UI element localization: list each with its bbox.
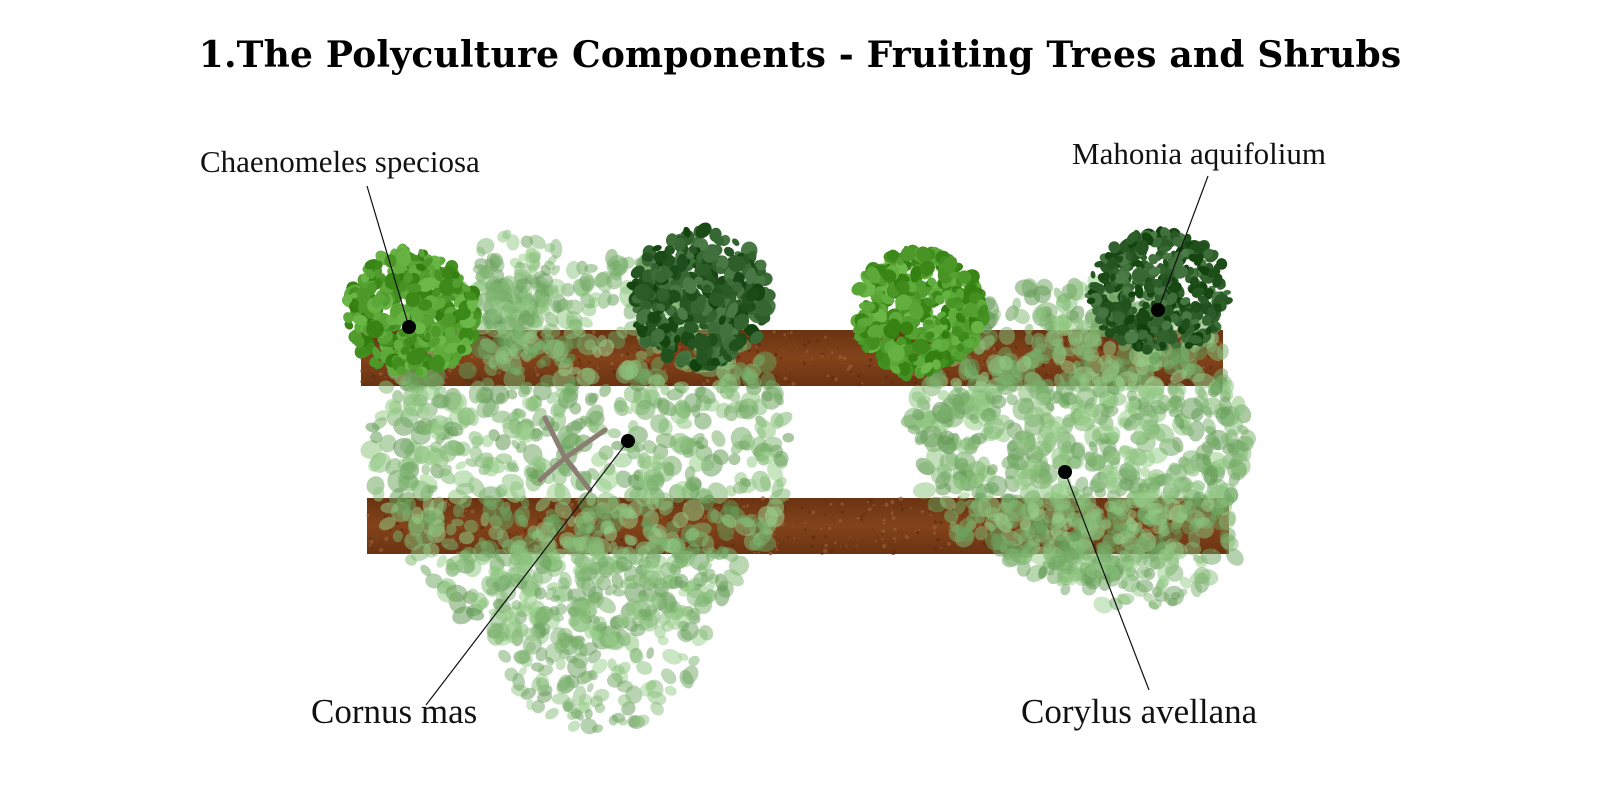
mahonia-shrub — [1084, 226, 1233, 355]
label-corylus-avellana: Corylus avellana — [1021, 692, 1258, 731]
label-chaenomeles-speciosa: Chaenomeles speciosa — [200, 144, 480, 179]
diagram-title: 1.The Polyculture Components - Fruiting … — [198, 34, 1402, 76]
leader-line-mahonia — [1157, 175, 1209, 311]
chaenomeles-shrub-right — [850, 244, 990, 382]
leader-line-chaenomeles — [366, 185, 410, 328]
dark-shrub-center-left — [626, 222, 776, 372]
marker-dot-cornus — [621, 434, 635, 448]
leader-line-cornus — [425, 440, 629, 706]
marker-dot-mahonia — [1151, 303, 1165, 317]
cornus-mas-canopy — [360, 229, 795, 735]
label-mahonia-aquifolium: Mahonia aquifolium — [1072, 136, 1326, 171]
leader-line-corylus — [1064, 471, 1150, 691]
corylus-avellana-canopy — [900, 274, 1257, 614]
marker-dot-corylus — [1058, 465, 1072, 479]
label-cornus-mas: Cornus mas — [311, 692, 478, 731]
cornus-mas-trunk — [537, 415, 608, 493]
marker-dot-chaenomeles — [402, 320, 416, 334]
